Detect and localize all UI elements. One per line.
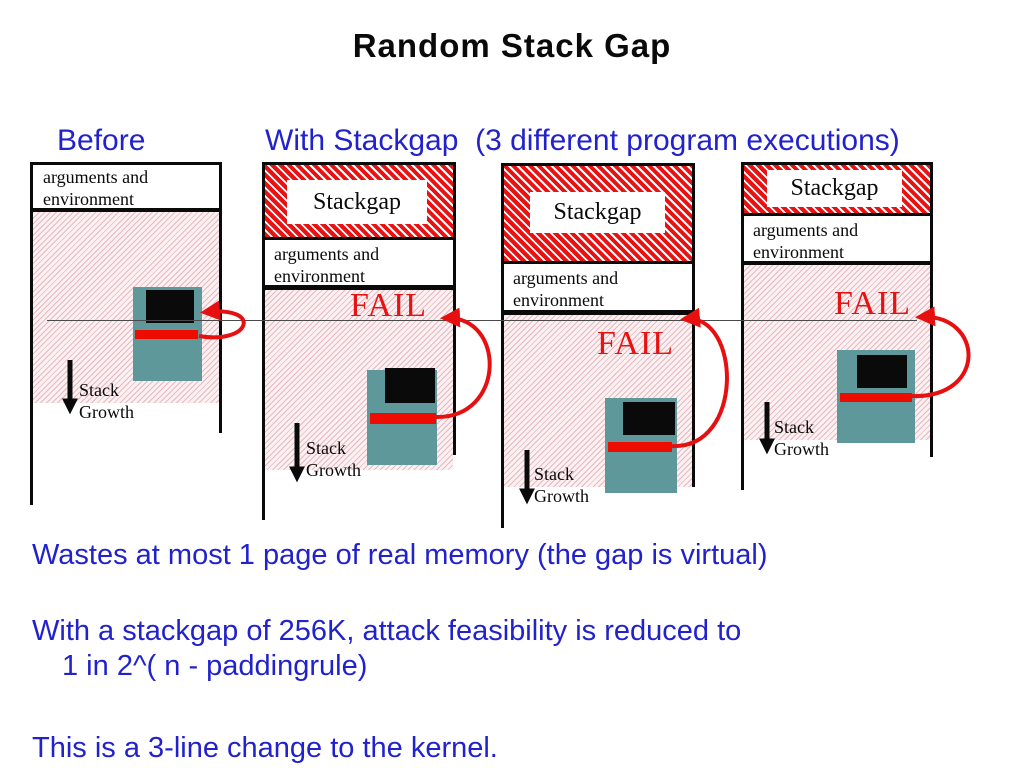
stack-growth-label-line2: Growth <box>534 486 589 506</box>
column-border-left <box>501 163 504 528</box>
args-env-label-line1: arguments and <box>274 244 380 264</box>
stackgap-label: Stackgap <box>790 175 879 201</box>
column-border-left <box>262 162 265 520</box>
args-env-label-line2: environment <box>274 266 365 286</box>
note-feasibility-line1: With a stackgap of 256K, attack feasibil… <box>32 615 742 647</box>
page-title: Random Stack Gap <box>352 27 672 64</box>
column-border-top <box>262 162 456 165</box>
column-border-left <box>30 162 33 505</box>
heading-before: Before <box>57 124 146 157</box>
note-wastes: Wastes at most 1 page of real memory (th… <box>32 539 768 571</box>
column-border-right <box>219 162 222 433</box>
args-env-label-line1: arguments and <box>753 220 859 240</box>
stack-growth-label-line1: Stack <box>774 417 814 437</box>
column-border-right <box>453 162 456 455</box>
stack-growth-label-line1: Stack <box>79 380 119 400</box>
stack-growth-label-line2: Growth <box>79 402 134 422</box>
stack-growth-label-line1: Stack <box>534 464 574 484</box>
overwrite-bar <box>608 442 672 452</box>
stackgap-label-box: Stackgap <box>287 180 427 224</box>
stack-growth-label-line2: Growth <box>774 439 829 459</box>
fail-label: FAIL <box>350 287 428 324</box>
stackgap-label-box: Stackgap <box>767 170 902 207</box>
computer-screen <box>623 402 675 435</box>
args-separator-line <box>33 208 219 212</box>
args-env-label-line1: arguments and <box>43 167 149 187</box>
computer-screen <box>857 355 907 388</box>
stackgap-separator-line <box>265 237 453 240</box>
note-kernel-change: This is a 3-line change to the kernel. <box>32 732 498 764</box>
column-border-top <box>30 162 222 165</box>
computer-screen <box>385 368 435 403</box>
column-border-left <box>741 162 744 490</box>
note-feasibility-line2: 1 in 2^( n - paddingrule) <box>62 650 368 682</box>
stackgap-label-box: Stackgap <box>530 192 665 233</box>
args-separator-line <box>744 261 930 265</box>
stackgap-label: Stackgap <box>553 199 642 225</box>
stackgap-separator-line <box>744 213 930 216</box>
column-border-right <box>930 162 933 457</box>
args-env-label-line2: environment <box>513 290 604 310</box>
args-env-label-line2: environment <box>753 242 844 262</box>
computer-screen <box>146 290 194 323</box>
args-separator-line <box>504 310 692 315</box>
args-separator-line <box>265 285 453 290</box>
column-border-top <box>501 163 695 166</box>
stackgap-separator-line <box>504 261 692 264</box>
args-env-label-line2: environment <box>43 189 134 209</box>
fail-label: FAIL <box>834 285 912 322</box>
stackgap-label: Stackgap <box>313 188 401 215</box>
column-border-top <box>741 162 933 165</box>
heading-with-stackgap: With Stackgap (3 different program execu… <box>265 124 900 157</box>
overwrite-bar <box>370 413 436 424</box>
stack-growth-label-line1: Stack <box>306 438 346 458</box>
overwrite-bar <box>135 330 198 339</box>
stack-growth-label-line2: Growth <box>306 460 361 480</box>
column-border-right <box>692 163 695 487</box>
args-env-label-line1: arguments and <box>513 268 619 288</box>
fail-label: FAIL <box>597 325 675 362</box>
overwrite-bar <box>840 393 912 402</box>
attack-target-line <box>47 320 917 321</box>
